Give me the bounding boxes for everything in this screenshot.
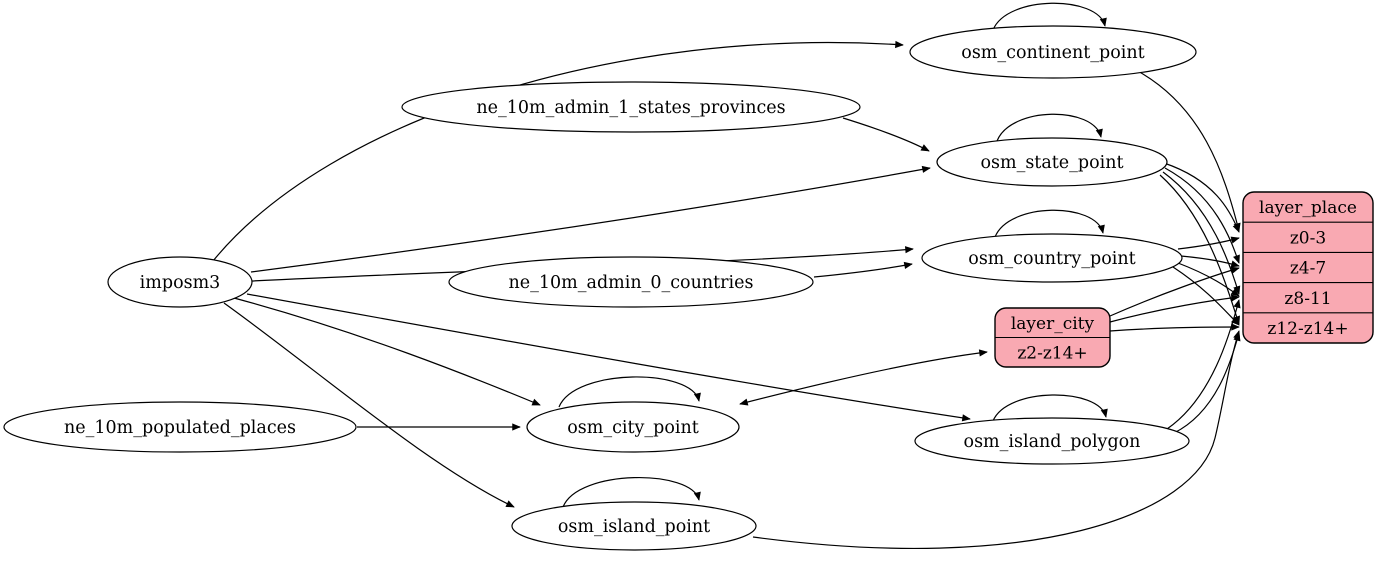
osm-country-point-label: osm_country_point bbox=[968, 249, 1135, 269]
self-loop-osm-state-point bbox=[996, 113, 1103, 142]
osm-island-polygon-ellipse bbox=[914, 417, 1190, 465]
record-layer-place: layer_place z0-3 z4-7 z8-11 z12-z14+ bbox=[1242, 191, 1374, 344]
osm-island-polygon-label: osm_island_polygon bbox=[964, 432, 1141, 452]
ne-10m-admin-0-countries-ellipse bbox=[448, 256, 814, 308]
edge-ne-10m-admin-0-to-osm-country-point bbox=[813, 261, 913, 278]
edge-osm-island-polygon-to-layer-place-z8-11 bbox=[1166, 299, 1241, 430]
osm-continent-point-label: osm_continent_point bbox=[961, 43, 1144, 63]
edge-osm-continent-point-to-layer-place-z0-3 bbox=[1135, 69, 1241, 232]
layer-place-row-z8-11: z8-11 bbox=[1284, 289, 1331, 309]
osm-island-point-label: osm_island_point bbox=[558, 517, 710, 537]
imposm3-ellipse bbox=[107, 256, 253, 308]
edge-imposm3-to-osm-city-point bbox=[233, 297, 541, 406]
node-ne-10m-populated-places: ne_10m_populated_places bbox=[3, 401, 357, 453]
layer-place-title: layer_place bbox=[1259, 198, 1357, 218]
edge-imposm3-to-osm-island-polygon bbox=[246, 293, 971, 422]
edge-osm-state-point-to-layer-place-z12-z14 bbox=[1159, 174, 1240, 325]
osm-continent-point-ellipse bbox=[909, 25, 1197, 79]
edge-layer-city-to-layer-place-z4-7 bbox=[1109, 266, 1240, 317]
layer-city-row-z2-z14: z2-z14+ bbox=[1017, 344, 1087, 364]
edge-imposm3-to-osm-state-point bbox=[250, 165, 931, 273]
layer-place-row-z0-3: z0-3 bbox=[1290, 229, 1326, 249]
ne-10m-admin-1-states-provinces-ellipse bbox=[401, 81, 861, 133]
self-loop-osm-island-polygon bbox=[992, 394, 1108, 422]
edge-osm-island-point-to-layer-place-z12-z14 bbox=[752, 330, 1241, 550]
node-osm-country-point: osm_country_point bbox=[921, 233, 1183, 283]
osm-island-point-ellipse bbox=[511, 501, 757, 551]
node-ne-10m-admin-1-states-provinces: ne_10m_admin_1_states_provinces bbox=[401, 81, 861, 133]
edges bbox=[212, 2, 1241, 550]
layer-city-title: layer_city bbox=[1011, 314, 1095, 334]
edge-osm-state-point-to-layer-place-z4-7 bbox=[1164, 167, 1240, 264]
layer-place-row-z12-z14: z12-z14+ bbox=[1267, 319, 1348, 339]
edge-imposm3-to-osm-continent-point bbox=[212, 40, 904, 262]
osm-city-point-ellipse bbox=[526, 401, 740, 453]
edge-imposm3-to-osm-island-point bbox=[223, 302, 515, 508]
edge-osm-state-point-to-layer-place-z0-3 bbox=[1163, 162, 1240, 233]
ne-10m-admin-0-countries-label: ne_10m_admin_0_countries bbox=[509, 273, 754, 293]
ne-10m-populated-places-ellipse bbox=[3, 401, 357, 453]
node-osm-island-polygon: osm_island_polygon bbox=[914, 417, 1190, 465]
osm-state-point-label: osm_state_point bbox=[980, 153, 1123, 173]
edge-ne-10m-admin-1-to-osm-state-point bbox=[842, 117, 930, 152]
self-loop-osm-city-point bbox=[558, 376, 701, 408]
layer-place-row-z4-7: z4-7 bbox=[1290, 259, 1326, 279]
edge-layer-city-to-layer-place-z8-11 bbox=[1109, 294, 1240, 323]
osm-state-point-ellipse bbox=[936, 137, 1168, 187]
node-imposm3: imposm3 bbox=[107, 256, 253, 308]
edge-osm-city-point-to-layer-city bbox=[739, 349, 988, 406]
osm-country-point-ellipse bbox=[921, 233, 1183, 283]
osm-city-point-label: osm_city_point bbox=[567, 418, 699, 438]
edge-osm-island-polygon-to-layer-place-z12-z14 bbox=[1173, 332, 1241, 434]
ne-10m-admin-1-states-provinces-label: ne_10m_admin_1_states_provinces bbox=[476, 98, 785, 118]
node-ne-10m-admin-0-countries: ne_10m_admin_0_countries bbox=[448, 256, 814, 308]
edge-layer-city-to-layer-place-z12-z14 bbox=[1109, 323, 1240, 332]
imposm3-label: imposm3 bbox=[140, 273, 221, 293]
edge-osm-country-point-to-layer-place-z0-3 bbox=[1177, 236, 1240, 250]
ne-10m-populated-places-label: ne_10m_populated_places bbox=[64, 418, 296, 438]
edge-osm-country-point-to-layer-place-z4-7 bbox=[1180, 255, 1240, 268]
node-osm-continent-point: osm_continent_point bbox=[909, 25, 1197, 79]
layer-place-box bbox=[1242, 191, 1374, 344]
self-loop-osm-continent-point bbox=[992, 2, 1107, 31]
node-osm-city-point: osm_city_point bbox=[526, 401, 740, 453]
edge-osm-state-point-to-layer-place-z8-11 bbox=[1162, 171, 1241, 295]
node-osm-state-point: osm_state_point bbox=[936, 137, 1168, 187]
record-layer-city: layer_city z2-z14+ bbox=[994, 307, 1111, 368]
edge-osm-country-point-to-layer-place-z8-11 bbox=[1177, 262, 1240, 297]
self-loop-osm-island-point bbox=[562, 477, 701, 508]
self-loop-osm-country-point bbox=[994, 209, 1105, 238]
node-osm-island-point: osm_island_point bbox=[511, 501, 757, 551]
